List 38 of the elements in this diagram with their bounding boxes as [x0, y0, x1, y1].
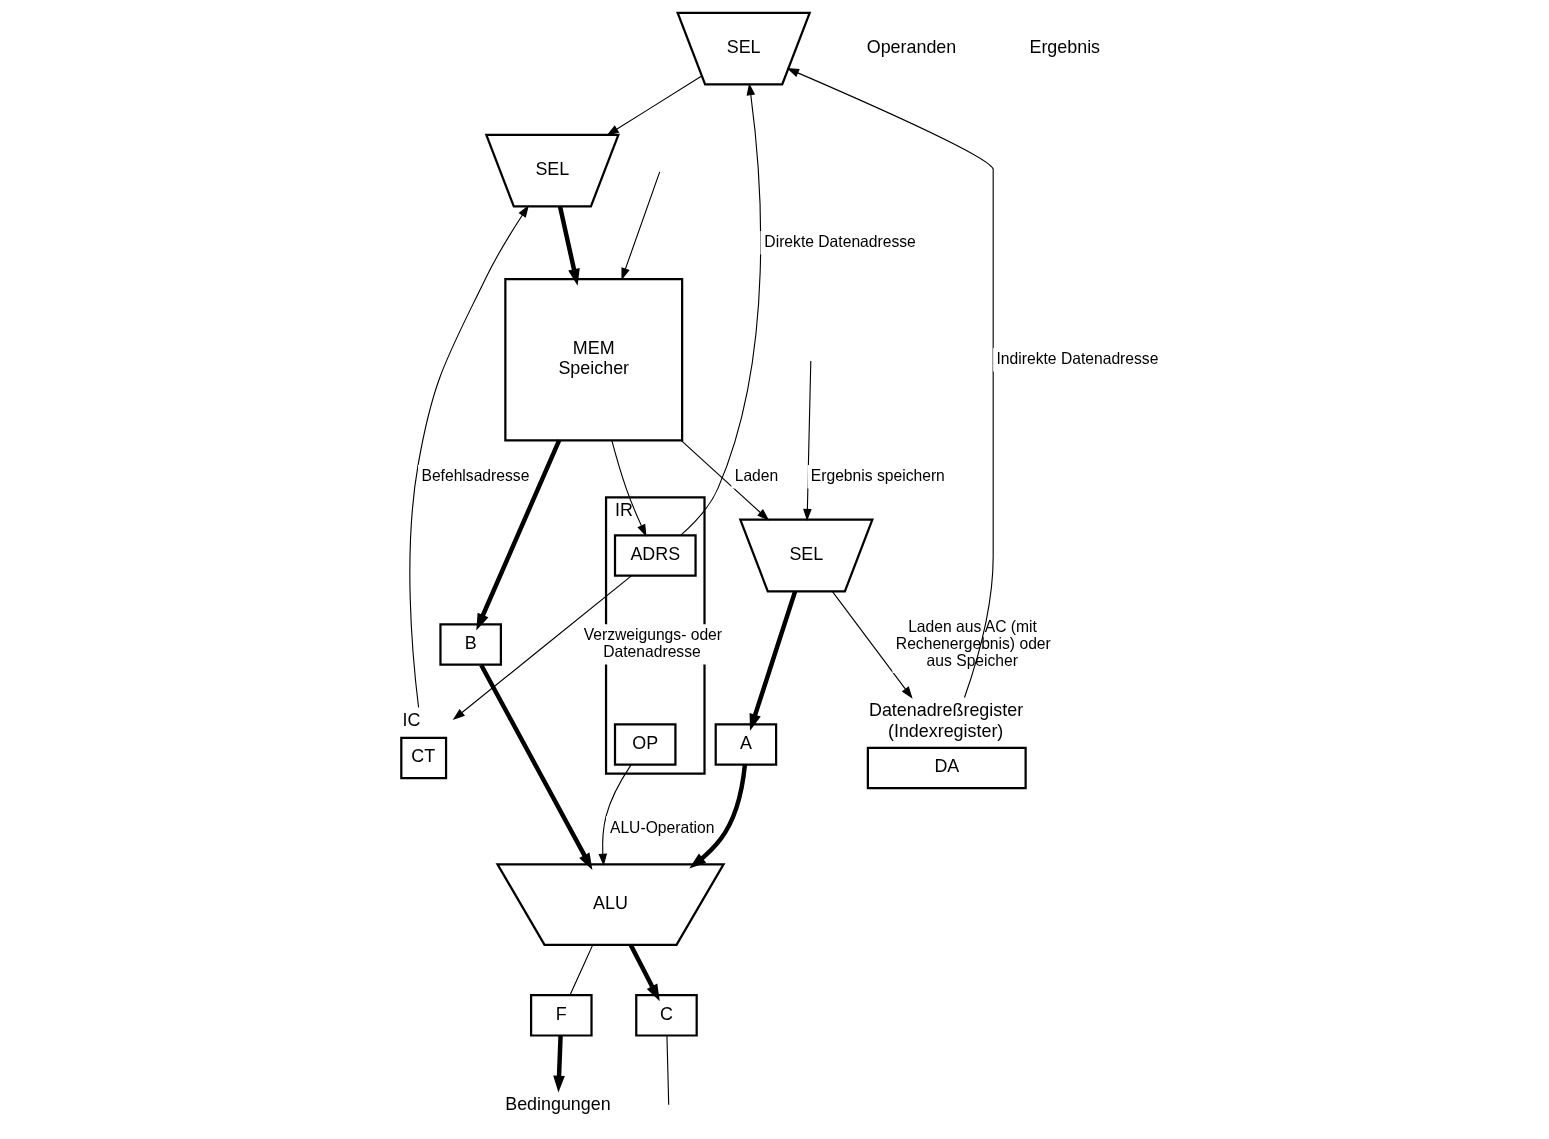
edge-label: ALU-Operation [609, 818, 714, 836]
node-box: F [529, 994, 593, 1037]
arrow [598, 764, 632, 866]
label: Operanden [866, 36, 956, 57]
edge-label: Ergebnis speichern [810, 467, 945, 485]
edge-label: Laden [734, 467, 778, 485]
node-box: MEM Speicher [503, 278, 683, 442]
node-label: Datenadreßregister (Indexregister) [868, 700, 1023, 741]
arrow [679, 82, 761, 536]
arrow [557, 205, 580, 286]
edge-label: Indirekte Datenadresse [996, 350, 1158, 368]
connector [665, 1035, 669, 1106]
arrow [452, 575, 632, 721]
node-box: ADRS [613, 534, 697, 577]
node-box: A [714, 723, 777, 766]
edge-label: Befehlsadresse [420, 467, 529, 485]
node-box: DA [866, 746, 1027, 790]
arrow [606, 75, 702, 136]
arrow [610, 439, 646, 537]
node-label: IC [401, 710, 420, 731]
node-box: C [634, 994, 698, 1037]
arrow [475, 439, 561, 631]
arrow [680, 439, 769, 521]
node-text: Bedingungen [504, 1094, 611, 1115]
arrow [688, 764, 747, 869]
arrow [552, 1035, 565, 1093]
arrow [620, 171, 660, 281]
label: Ergebnis [1028, 36, 1100, 57]
arrow [628, 943, 660, 1002]
arrow [786, 68, 994, 698]
node-box: OP [613, 723, 677, 766]
arrow [749, 590, 797, 731]
edge-label: Direkte Datenadresse [763, 233, 916, 251]
node-box: CT [399, 736, 447, 780]
node-box: B [438, 623, 502, 666]
arrow [478, 663, 592, 871]
connector [568, 944, 593, 996]
arrow [831, 590, 913, 699]
